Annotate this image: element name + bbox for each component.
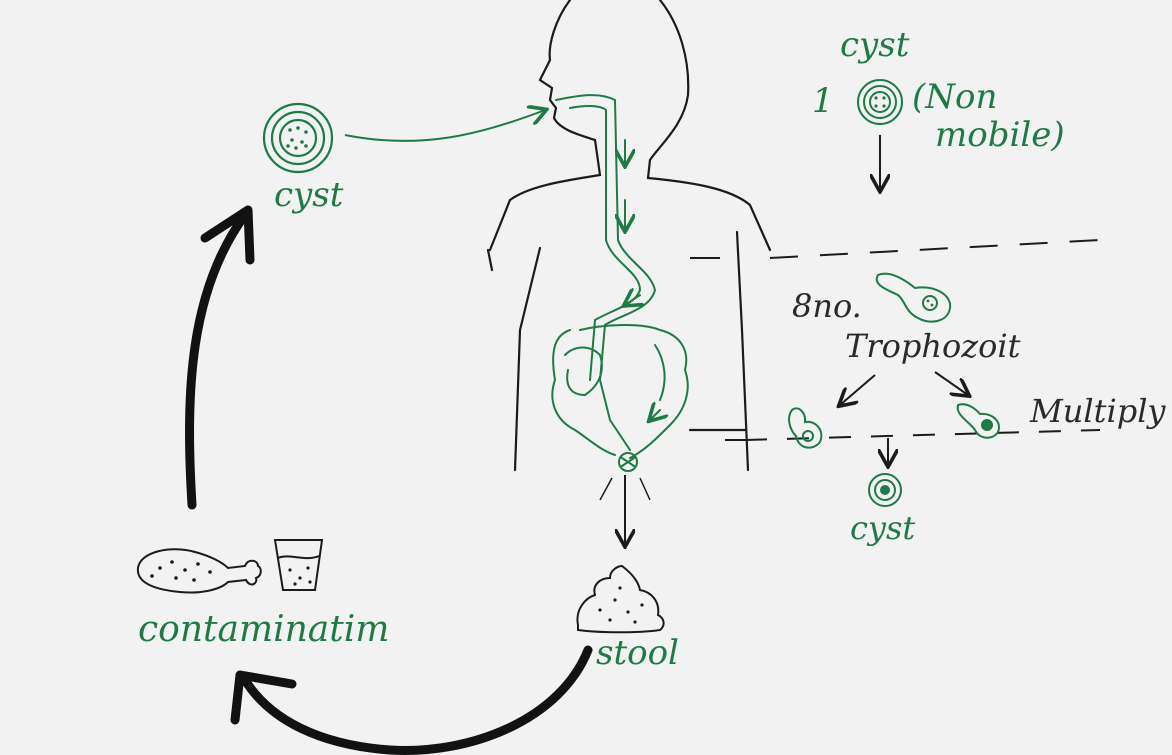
- multiply-label: Multiply: [1030, 395, 1166, 427]
- eight-number-label: 8no.: [792, 290, 862, 322]
- cyst-top-icon: [858, 80, 902, 124]
- dashed-line-upper: [770, 240, 1100, 258]
- cyst-label-bottom: cyst: [850, 512, 915, 544]
- dashed-line-lower: [745, 430, 1100, 440]
- non-mobile-label-line1: (Non: [912, 80, 997, 114]
- trophozoit-label: Trophozoit: [845, 330, 1020, 362]
- non-mobile-label-line2: mobile): [935, 118, 1065, 152]
- arrow-troph-left: [840, 375, 875, 405]
- arrow-cyst-to-mouth: [345, 110, 545, 141]
- stool-icon: [577, 566, 663, 632]
- number-one-label: 1: [812, 84, 834, 118]
- trophozoite-small-right-icon: [958, 404, 999, 438]
- cyst-label-left: cyst: [274, 178, 343, 212]
- digestive-tract: [552, 95, 687, 471]
- stool-label: stool: [596, 636, 679, 670]
- arrow-troph-right: [935, 372, 968, 395]
- trophozoite-icon: [877, 274, 950, 322]
- water-glass-icon: [275, 540, 322, 590]
- cycle-arrow-bottom: [245, 650, 588, 750]
- cycle-arrow-up: [190, 215, 245, 505]
- cyst-label-top: cyst: [840, 28, 909, 62]
- contamination-label: contaminatim: [138, 612, 389, 648]
- human-body-icon: [488, 0, 770, 470]
- chicken-leg-icon: [138, 549, 261, 592]
- trophozoite-small-left-icon: [789, 408, 821, 447]
- cyst-icon: [264, 104, 332, 172]
- cyst-bottom-icon: [869, 474, 901, 506]
